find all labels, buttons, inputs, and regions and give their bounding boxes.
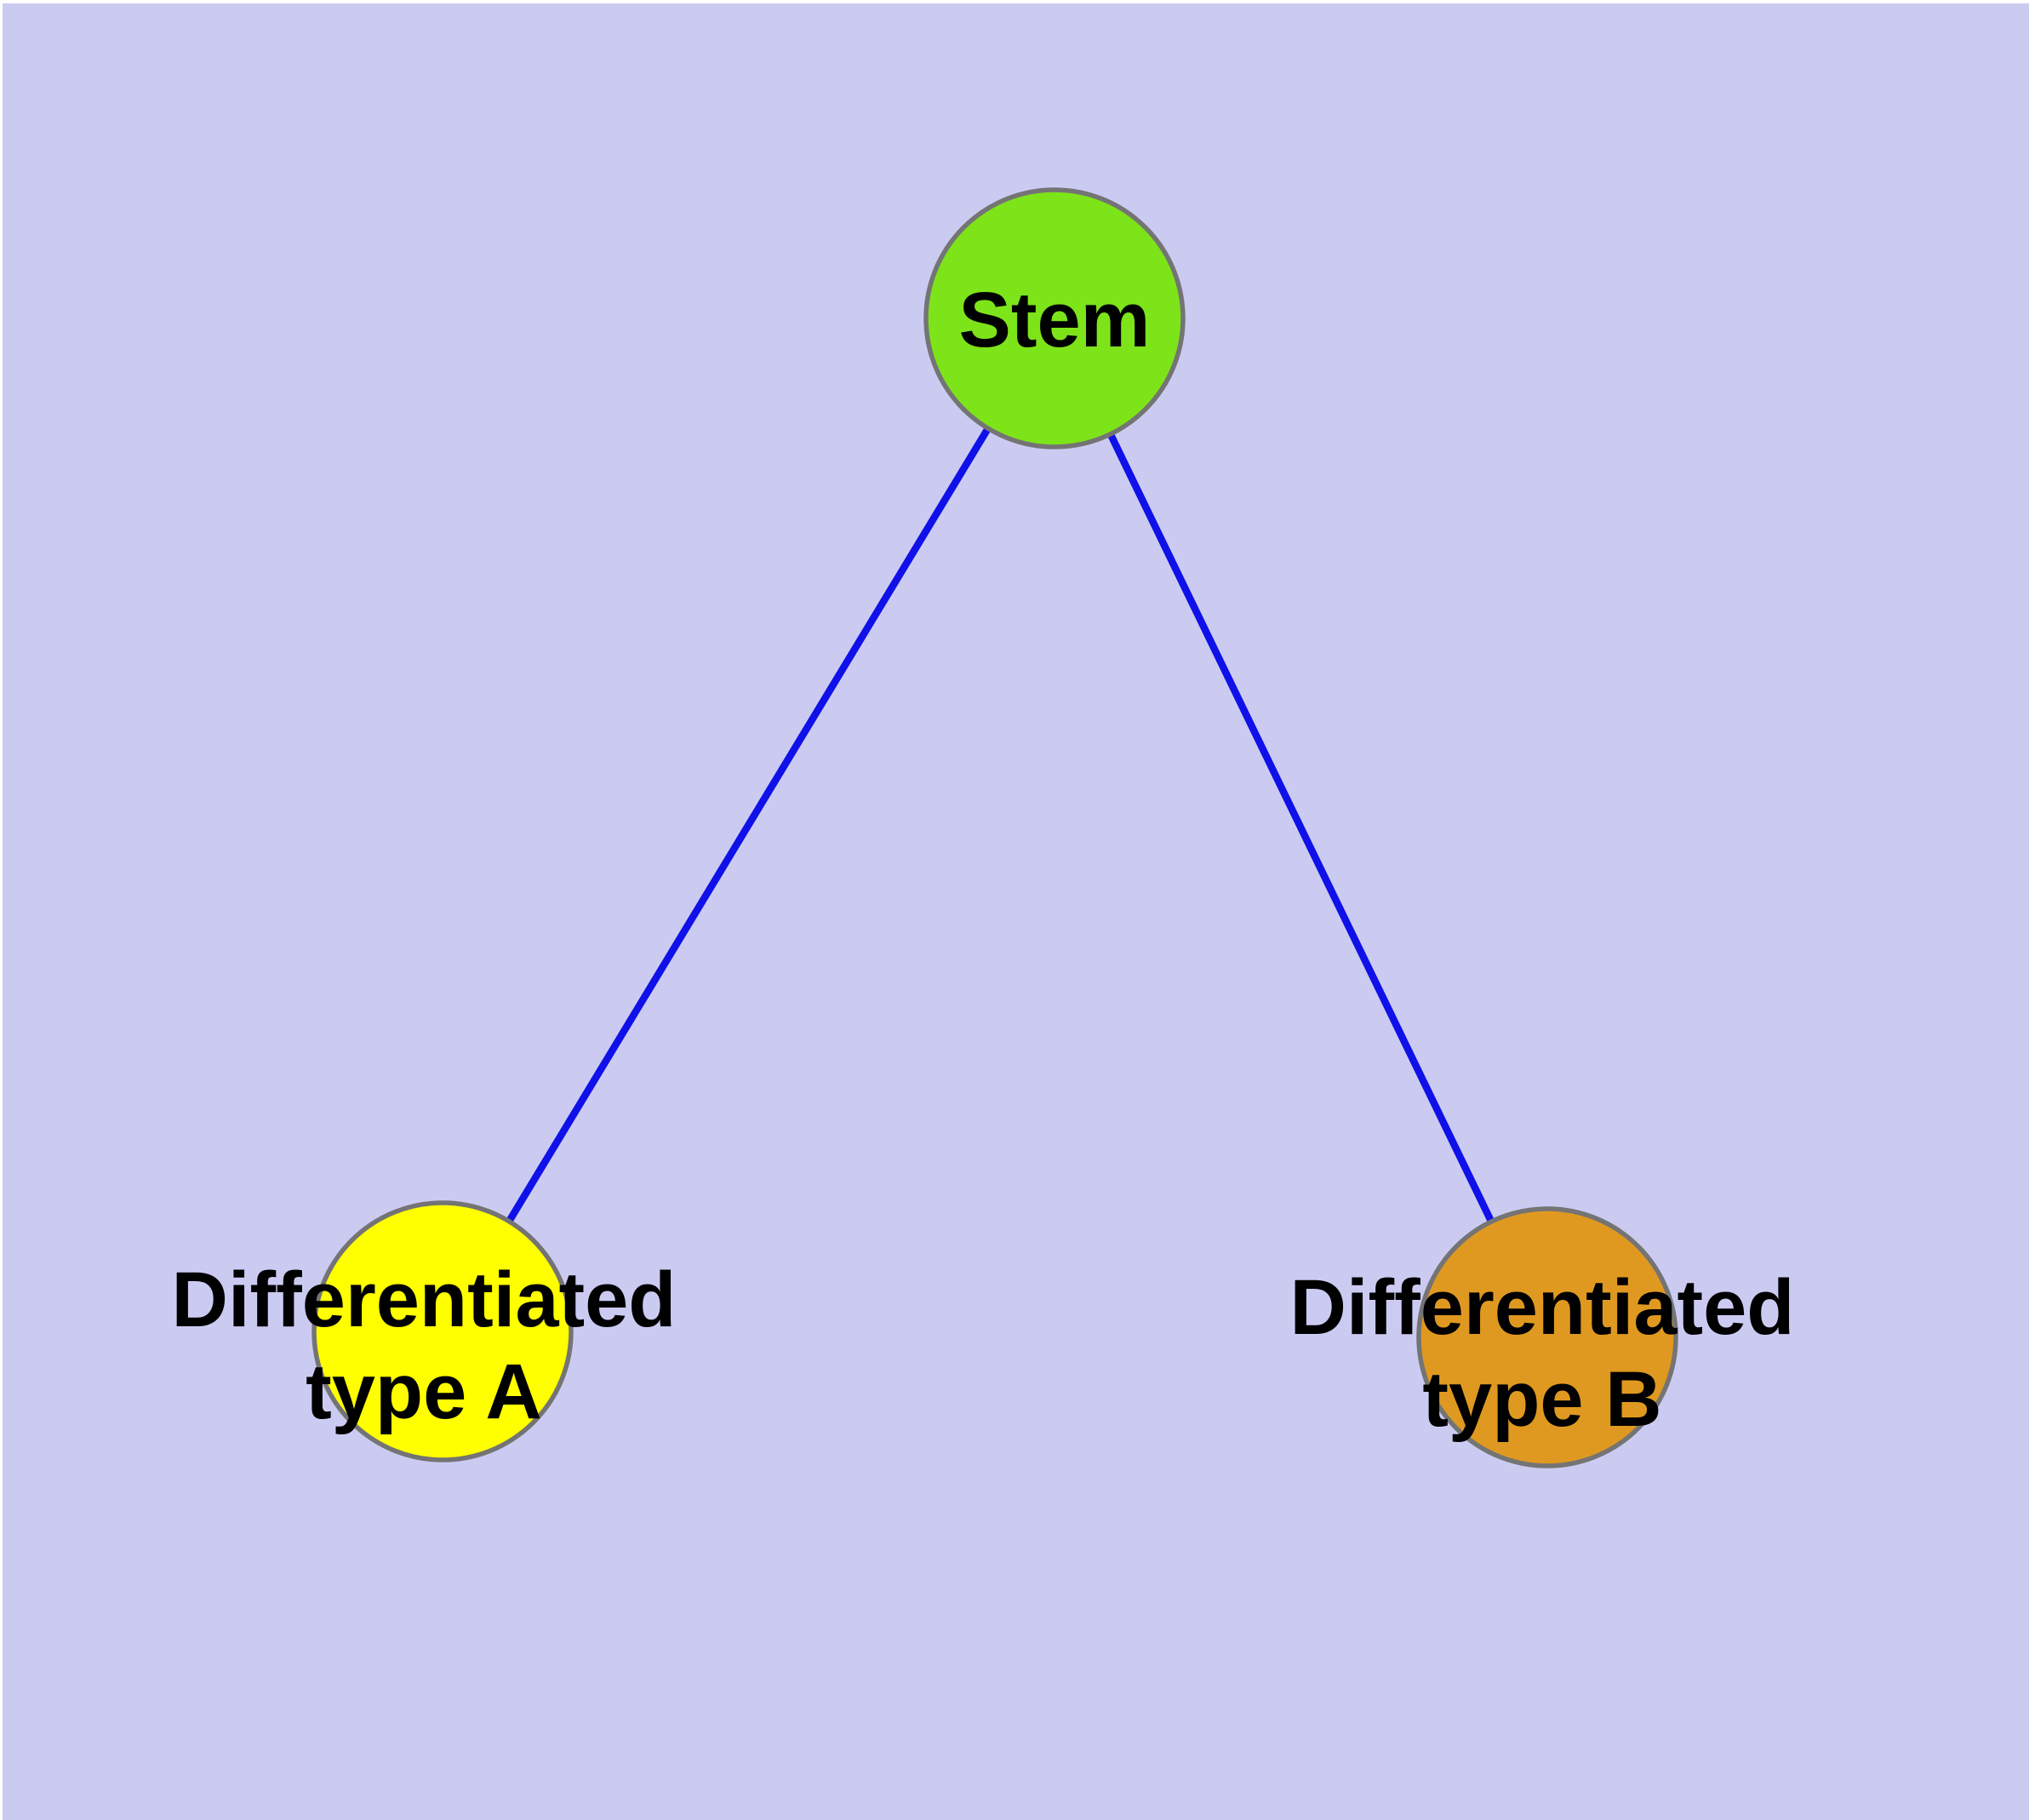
node-differentiated-type-b[interactable] (1416, 1206, 1678, 1468)
edge-stem-to-differentiated-type-a (438, 314, 1059, 1336)
node-differentiated-type-a[interactable] (311, 1200, 574, 1462)
node-stem[interactable] (923, 187, 1186, 449)
edge-stem-to-differentiated-type-b (1050, 314, 1552, 1342)
